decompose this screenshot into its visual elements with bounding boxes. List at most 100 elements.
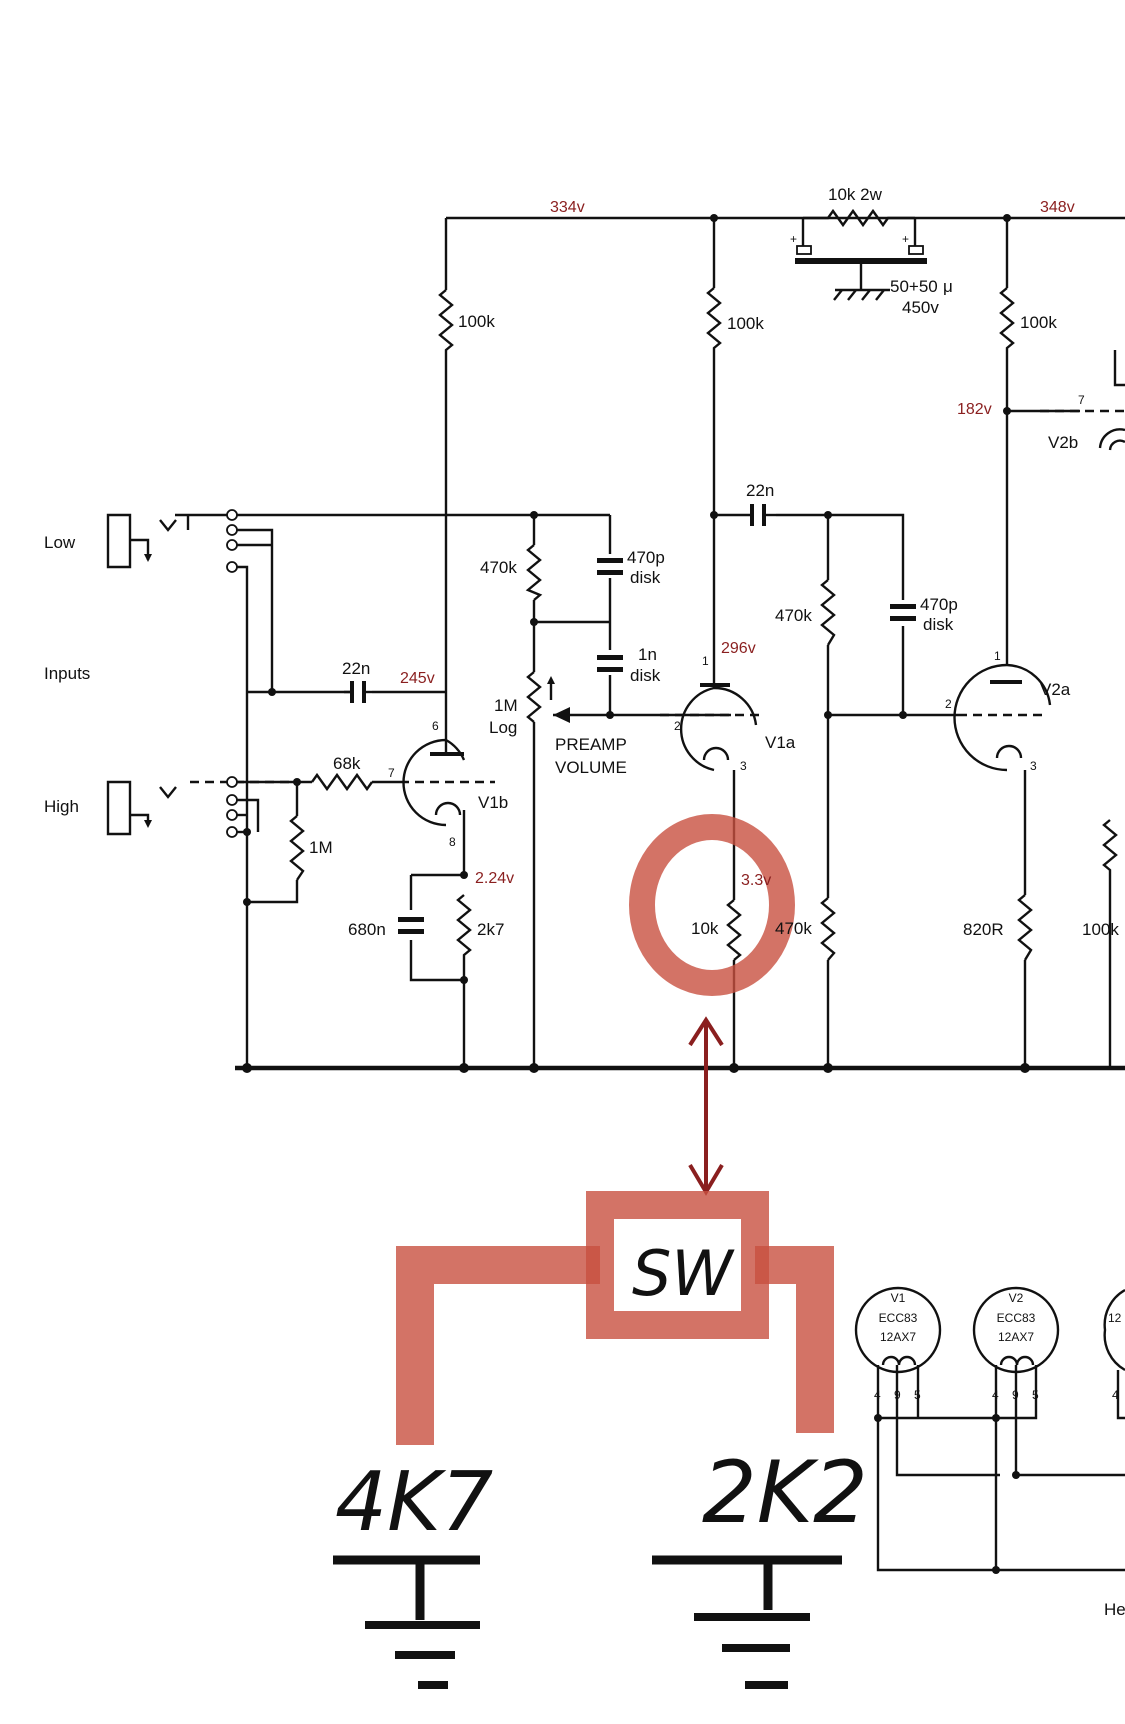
resistor-2k7 [456,894,472,960]
pin-2-v1a: 2 [674,719,681,733]
pot-wiper-arrow [547,676,731,723]
label-pot-log: Log [489,718,517,737]
tube-base-v1-type1: ECC83 [879,1311,918,1325]
pin-2-v2a: 2 [945,697,952,711]
junctions [242,214,1030,1073]
resistor-820r [1017,894,1033,961]
input-jack-high [106,776,294,838]
label-68k: 68k [333,754,361,773]
capacitor-1n [597,655,623,672]
voltage-182: 182v [957,401,992,418]
resistor-470k-lower [820,897,836,961]
pin-1-v2a: 1 [994,649,1001,663]
resistor-68k [311,772,373,792]
label-high: High [44,797,79,816]
label-1n-2: disk [630,666,661,685]
tube-v1a [660,683,760,772]
label-470k-lower: 470k [775,919,812,938]
label-820r: 820R [963,920,1004,939]
resistor-100k-right [999,287,1015,357]
capacitor-680n [398,917,424,934]
tube-base-v1-name: V1 [891,1291,906,1305]
labels: Low Inputs High V1b V1a V2a V2b PREAMP V… [44,185,1125,1619]
ground-left [333,1555,480,1689]
label-v1b: V1b [478,793,508,812]
tube-base-v1 [854,1286,1125,1572]
handwritten-4k7: 4K7 [335,1455,493,1550]
label-22n-mid: 22n [746,481,774,500]
pin-3-v2a: 3 [1030,759,1037,773]
pin-1-v1a: 1 [702,654,709,668]
input-jack-low [106,509,238,573]
voltage-224: 2.24v [475,870,514,887]
label-10k-2w: 10k 2w [828,185,883,204]
tube-base-v1-type2: 12AX7 [880,1330,916,1344]
label-v2b: V2b [1048,433,1078,452]
label-inputs: Inputs [44,664,90,683]
capacitor-470p-right [890,604,916,621]
resistor-470k-tone [525,544,543,601]
label-filter-cap-1: 50+50 [890,277,938,296]
label-v1a: V1a [765,733,796,752]
label-470k-tone: 470k [480,558,517,577]
label-470p-tone-2: disk [630,568,661,587]
pin-7-v2b: 7 [1078,393,1085,407]
tube-base-v2-pin9: 9 [1012,1388,1019,1402]
resistor-1m [289,815,305,881]
pin-7-v1b: 7 [388,766,395,780]
capacitors: + + [344,232,927,934]
tube-base-v2-type1: ECC83 [997,1311,1036,1325]
pin-8: 8 [449,835,456,849]
label-470p-right-1: 470p [920,595,958,614]
pin-3-v1a: 3 [740,759,747,773]
capacitor-22n-mid [750,504,776,526]
capacitor-470p-tone [597,558,623,575]
tube-base-v1-pin4: 4 [874,1388,881,1402]
resistor-10k-cathode [726,899,742,961]
voltage-33: 3.3v [741,872,771,889]
filter-capacitor-50-50u: + + [790,232,927,301]
label-low: Low [44,533,76,552]
label-100k-left: 100k [458,312,495,331]
tube-base-v2-type2: 12AX7 [998,1330,1034,1344]
voltage-245: 245v [400,670,435,687]
resistor-470k-grid [820,579,836,646]
potentiometer-1m-log [526,671,542,723]
label-2k7: 2k7 [477,920,504,939]
voltage-348: 348v [1040,199,1075,216]
handwritten-2k2: 2K2 [702,1443,868,1543]
tube-base-v3-name: 12 [1108,1311,1122,1325]
label-22n-left: 22n [342,659,370,678]
tube-v1b [400,715,495,827]
tube-base-v2 [878,1286,1125,1574]
resistor-10k-2w [803,208,915,228]
highlight-ring [629,814,795,996]
tube-v2a [953,663,1052,772]
voltage-296: 296v [721,640,756,657]
tube-base-v3-partial [1103,1288,1125,1420]
capacitor-22n-left [344,681,372,703]
svg-text:+: + [902,232,909,246]
label-v2a: V2a [1040,680,1071,699]
label-1n-1: 1n [638,645,657,664]
label-100k-right: 100k [1020,313,1057,332]
tube-base-v1-pin9: 9 [894,1388,901,1402]
label-filter-cap-mu: μ [943,277,953,296]
label-470k-grid: 470k [775,606,812,625]
label-100k-mid: 100k [727,314,764,333]
tube-base-v3-pin4: 4 [1112,1388,1119,1402]
label-pot-1m: 1M [494,696,518,715]
tube-base-v2-name: V2 [1009,1291,1024,1305]
resistor-100k-mid [706,287,722,357]
label-heater: He [1104,1600,1125,1619]
label-10k: 10k [691,919,719,938]
label-100k-edge: 100k [1082,920,1119,939]
label-volume: VOLUME [555,758,627,777]
tube-base-v2-pin4: 4 [992,1388,999,1402]
svg-text:+: + [790,232,797,246]
label-1m: 1M [309,838,333,857]
label-470p-tone-1: 470p [627,548,665,567]
resistor-100k-left [438,289,454,360]
pin-6: 6 [432,719,439,733]
